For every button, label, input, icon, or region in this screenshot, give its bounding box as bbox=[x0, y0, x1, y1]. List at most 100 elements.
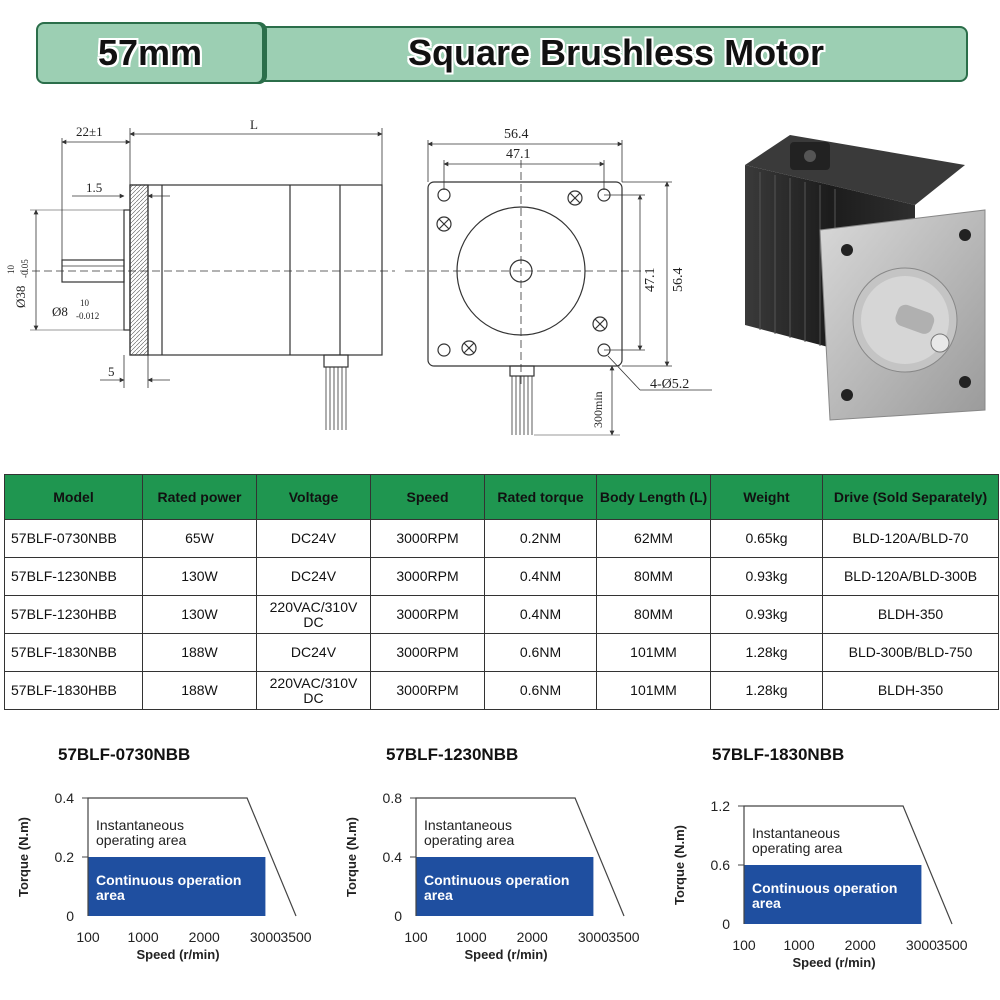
cell-torque: 0.6NM bbox=[484, 633, 597, 672]
continuous-area bbox=[416, 857, 594, 916]
dim-front-hole-spacing-v: 47.1 bbox=[643, 268, 658, 293]
cell-speed: 3000RPM bbox=[370, 557, 485, 596]
table-row: 57BLF-1830HBB 188W 220VAC/310V DC 3000RP… bbox=[4, 671, 999, 710]
dim-pilot-diameter: Ø38 bbox=[13, 286, 28, 308]
col-rated-power: Rated power bbox=[142, 474, 257, 520]
dim-shaft-tol-lower: -0.012 bbox=[76, 311, 99, 321]
y-tick-label: 0 bbox=[722, 916, 730, 932]
y-axis-label: Torque (N.m) bbox=[344, 817, 359, 897]
dim-front-holes: 4-Ø5.2 bbox=[650, 377, 689, 392]
x-tick-label: 2000 bbox=[845, 937, 876, 953]
x-tick-label: 100 bbox=[404, 929, 428, 945]
front-view-drawing bbox=[405, 140, 712, 436]
col-drive: Drive (Sold Separately) bbox=[822, 474, 999, 520]
table-row: 57BLF-0730NBB 65W DC24V 3000RPM 0.2NM 62… bbox=[4, 519, 999, 558]
dim-pilot-tol-upper: 10 bbox=[6, 265, 16, 275]
y-tick-label: 0.2 bbox=[55, 849, 75, 865]
table-row: 57BLF-1230NBB 130W DC24V 3000RPM 0.4NM 8… bbox=[4, 557, 999, 596]
table-row: 57BLF-1830NBB 188W DC24V 3000RPM 0.6NM 1… bbox=[4, 633, 999, 672]
dim-lead-length: 300min bbox=[591, 391, 605, 428]
cell-drive: BLD-300B/BLD-750 bbox=[822, 633, 999, 672]
dim-step: 5 bbox=[108, 364, 115, 379]
cell-model: 57BLF-1830HBB bbox=[4, 671, 143, 710]
cell-speed: 3000RPM bbox=[370, 595, 485, 634]
y-tick-label: 1.2 bbox=[711, 798, 731, 814]
x-axis-label: Speed (r/min) bbox=[464, 947, 547, 962]
table-row: 57BLF-1230HBB 130W 220VAC/310V DC 3000RP… bbox=[4, 595, 999, 634]
motor-photo bbox=[745, 135, 986, 421]
x-tick-label: 3000 bbox=[250, 929, 281, 945]
y-tick-label: 0.4 bbox=[55, 790, 75, 806]
y-tick-label: 0.6 bbox=[711, 857, 731, 873]
cell-length: 62MM bbox=[596, 519, 711, 558]
x-tick-label: 2000 bbox=[189, 929, 220, 945]
technical-drawings: 22±1 L 1.5 5 Ø38 10 -0.05 Ø8 10 -0.012 bbox=[6, 117, 986, 436]
cell-length: 80MM bbox=[596, 557, 711, 596]
dim-pilot-tol-lower: -0.05 bbox=[20, 259, 30, 278]
x-tick-label: 1000 bbox=[127, 929, 158, 945]
continuous-area bbox=[744, 865, 922, 924]
header-size-label: 57mm bbox=[97, 32, 203, 73]
spec-table: Model Rated power Voltage Speed Rated to… bbox=[4, 474, 999, 710]
x-axis-label: Speed (r/min) bbox=[136, 947, 219, 962]
y-tick-label: 0.4 bbox=[383, 849, 403, 865]
side-view-drawing bbox=[20, 128, 395, 430]
x-tick-label: 3500 bbox=[608, 929, 639, 945]
cell-voltage: 220VAC/310V DC bbox=[256, 595, 371, 634]
y-tick-label: 0 bbox=[394, 908, 402, 924]
chart-title: 57BLF-1830NBB bbox=[712, 745, 845, 764]
side-body-outline bbox=[129, 184, 383, 356]
x-tick-label: 3500 bbox=[936, 937, 967, 953]
cell-drive: BLDH-350 bbox=[822, 595, 999, 634]
continuous-area bbox=[88, 857, 266, 916]
cell-model: 57BLF-1230NBB bbox=[4, 557, 143, 596]
spec-table-header: Model Rated power Voltage Speed Rated to… bbox=[4, 474, 999, 520]
cell-drive: BLD-120A/BLD-70 bbox=[822, 519, 999, 558]
cell-speed: 3000RPM bbox=[370, 519, 485, 558]
cell-model: 57BLF-1230HBB bbox=[4, 595, 143, 634]
dim-shaft-length: 22±1 bbox=[76, 124, 103, 139]
cell-weight: 1.28kg bbox=[710, 633, 823, 672]
cell-weight: 1.28kg bbox=[710, 671, 823, 710]
chart-title: 57BLF-0730NBB bbox=[58, 745, 191, 764]
header-banner: 57mm Square Brushless Motor bbox=[36, 22, 968, 84]
cell-voltage: 220VAC/310V DC bbox=[256, 671, 371, 710]
dim-front-hole-spacing: 47.1 bbox=[506, 147, 531, 162]
dim-flange-thickness: 1.5 bbox=[86, 180, 102, 195]
cell-drive: BLD-120A/BLD-300B bbox=[822, 557, 999, 596]
cell-model: 57BLF-1830NBB bbox=[4, 633, 143, 672]
x-tick-label: 100 bbox=[76, 929, 100, 945]
cell-drive: BLDH-350 bbox=[822, 671, 999, 710]
col-speed: Speed bbox=[370, 474, 485, 520]
header-title: Square Brushless Motor bbox=[407, 32, 825, 73]
y-tick-label: 0.8 bbox=[383, 790, 403, 806]
col-body-length: Body Length (L) bbox=[596, 474, 711, 520]
y-tick-label: 0 bbox=[66, 908, 74, 924]
cell-length: 80MM bbox=[596, 595, 711, 634]
cell-model: 57BLF-0730NBB bbox=[4, 519, 143, 558]
cell-torque: 0.4NM bbox=[484, 557, 597, 596]
cell-power: 130W bbox=[142, 557, 257, 596]
x-tick-label: 100 bbox=[732, 937, 756, 953]
cell-length: 101MM bbox=[596, 633, 711, 672]
dim-body-length: L bbox=[250, 117, 258, 132]
cell-voltage: DC24V bbox=[256, 633, 371, 672]
dim-shaft-tol-upper: 10 bbox=[80, 298, 90, 308]
cell-weight: 0.93kg bbox=[710, 595, 823, 634]
dim-front-height: 56.4 bbox=[671, 268, 686, 293]
y-axis-label: Torque (N.m) bbox=[672, 825, 687, 905]
y-axis-label: Torque (N.m) bbox=[16, 817, 31, 897]
cell-power: 188W bbox=[142, 671, 257, 710]
col-model: Model bbox=[4, 474, 143, 520]
cell-speed: 3000RPM bbox=[370, 671, 485, 710]
col-rated-torque: Rated torque bbox=[484, 474, 597, 520]
cell-power: 65W bbox=[142, 519, 257, 558]
cell-length: 101MM bbox=[596, 671, 711, 710]
